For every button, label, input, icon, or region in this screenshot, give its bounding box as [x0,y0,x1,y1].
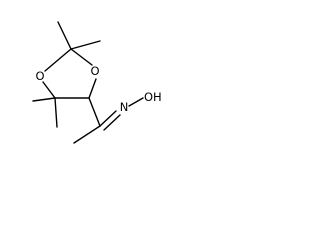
atom-nitrogen: N [120,100,129,114]
atom-hydroxyl: OH [144,90,162,104]
bond-c2-methyl-upper-left [57,21,72,50]
bond-c4-c-oxime [88,97,101,127]
bond-c2-o-left [44,48,72,72]
bond-c5-methyl-lower [54,97,58,128]
bond-o-top-c4 [88,78,97,99]
bond-c-n-double-a [99,110,117,127]
bond-c2-o-top [70,48,93,66]
bond-n-o [128,97,144,107]
bond-c-oxime-methyl [73,125,101,144]
bond-c5-methyl-left [32,97,56,102]
atom-oxygen-top: O [90,64,99,78]
atom-oxygen-left: O [35,69,44,83]
bond-c-n-double-b [103,114,121,131]
chemical-structure: O O N OH [32,21,162,144]
bond-c2-methyl-upper-right [70,40,101,50]
bond-o-left-c5 [42,81,56,99]
